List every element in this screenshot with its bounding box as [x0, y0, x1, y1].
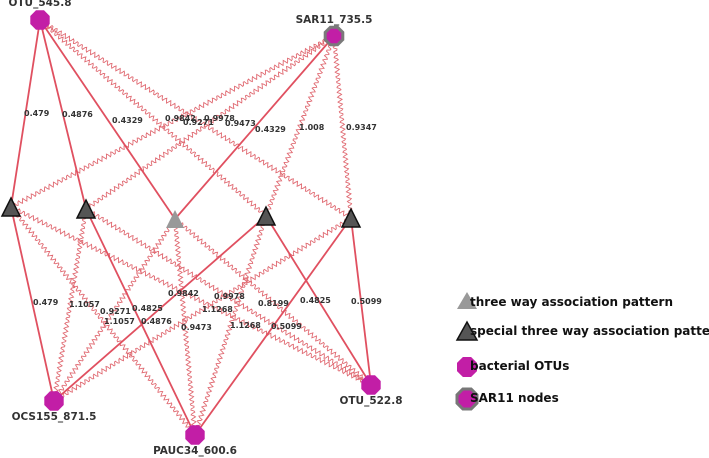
straight-edge: [39, 19, 176, 220]
gray-triangle-icon: [457, 292, 477, 309]
edge-weight-label: 1.1057: [104, 317, 135, 326]
edge-weight-label: 0.4876: [62, 110, 93, 119]
edge-weight-label: 0.479: [33, 298, 59, 307]
wavy-edge: [39, 19, 353, 220]
legend-item-sar11-nodes: SAR11 nodes: [455, 387, 559, 411]
edge-weight-label: 0.9271: [183, 118, 214, 127]
bacterial-otu-node: [30, 10, 50, 30]
edge-weight-label: 0.4876: [141, 317, 172, 326]
straight-edges: [10, 19, 372, 436]
straight-edge: [39, 19, 87, 210]
edge-weight-label: 0.4329: [112, 116, 143, 125]
legend-label: three way association pattern: [470, 295, 673, 309]
straight-edge: [53, 215, 267, 402]
edge-weight-label: 0.9842: [168, 289, 199, 298]
wavy-edge: [10, 33, 335, 209]
bacterial-otu-node: [44, 391, 64, 411]
edge-weight-label: 0.8199: [258, 299, 289, 308]
wavy-edge: [330, 35, 354, 219]
special-triangle-node: [255, 205, 277, 226]
special-triangle-node: [340, 207, 362, 228]
edge-weight-label: 1.008: [299, 123, 325, 132]
edge-weight-label: 1.1268: [230, 321, 261, 330]
wavy-edges: [9, 19, 372, 436]
straight-edge: [10, 206, 55, 402]
special-triangle-node: [0, 196, 22, 217]
edge-weight-label: 0.4329: [255, 125, 286, 134]
edge-weight-label: 0.9271: [100, 307, 131, 316]
straight-edge: [10, 19, 41, 208]
wavy-edge: [51, 208, 89, 402]
legend-label: special three way association pattern: [470, 324, 709, 338]
edge-weight-label: 0.5099: [271, 322, 302, 331]
legend-item-bacterial-otus: bacterial OTUs: [457, 357, 569, 377]
edge-weight-label: 0.9473: [225, 119, 256, 128]
legend-label: bacterial OTUs: [470, 359, 569, 373]
wavy-edge: [173, 218, 371, 387]
bacterial-otu-node: [361, 375, 381, 395]
magenta-octagon-icon: [457, 357, 477, 377]
wavy-edge: [85, 208, 372, 386]
wavy-edge: [10, 205, 371, 387]
wavy-edge: [172, 218, 198, 436]
dark-triangle-icon: [455, 320, 479, 341]
wavy-edge: [38, 19, 268, 217]
special-triangle-node: [75, 198, 97, 219]
straight-edge: [194, 217, 352, 436]
node-label: OTU_522.8: [339, 395, 402, 407]
wavy-edge: [263, 35, 336, 217]
legend-label: SAR11 nodes: [470, 391, 559, 405]
edge-weight-label: 0.9978: [214, 292, 245, 301]
edge-weight-label: 0.9978: [204, 114, 235, 123]
edge-weight-label: 0.9842: [165, 114, 196, 123]
bacterial-otu-node: [185, 425, 205, 445]
wavy-edge: [193, 215, 268, 436]
edge-weight-label: 1.1268: [202, 305, 233, 314]
node-label: OCS155_871.5: [12, 411, 97, 423]
straight-edge: [350, 217, 372, 386]
straight-edge: [174, 35, 335, 220]
node-label: PAUC34_600.6: [153, 445, 237, 457]
straight-edge: [85, 208, 196, 436]
wavy-edge: [54, 216, 352, 403]
wavy-edge: [52, 218, 176, 403]
wavy-edge: [85, 34, 335, 210]
edge-weight-label: 0.9347: [346, 123, 377, 132]
gray-outlined-octagon-icon: [455, 387, 479, 411]
edge-weight-label: 0.4825: [300, 296, 331, 305]
legend: three way association pattern special th…: [455, 292, 709, 411]
edge-weight-label: 0.5099: [351, 297, 382, 306]
edge-weight-label: 1.1057: [69, 300, 100, 309]
node-label: OTU_545.8: [8, 0, 71, 9]
edge-weight-label: 0.479: [24, 109, 50, 118]
sar11-node: [323, 25, 345, 47]
node-label: SAR11_735.5: [296, 14, 373, 26]
legend-item-three-way: three way association pattern: [457, 292, 673, 309]
triangle-node: [166, 210, 184, 228]
wavy-edge: [9, 206, 197, 436]
legend-item-special-three-way: special three way association pattern: [455, 320, 709, 341]
nodes: OTU_545.8SAR11_735.5OCS155_871.5PAUC34_6…: [0, 0, 403, 457]
edge-weight-label: 0.4825: [132, 304, 163, 313]
straight-edge: [265, 215, 372, 386]
edge-weight-label: 0.9473: [181, 323, 212, 332]
